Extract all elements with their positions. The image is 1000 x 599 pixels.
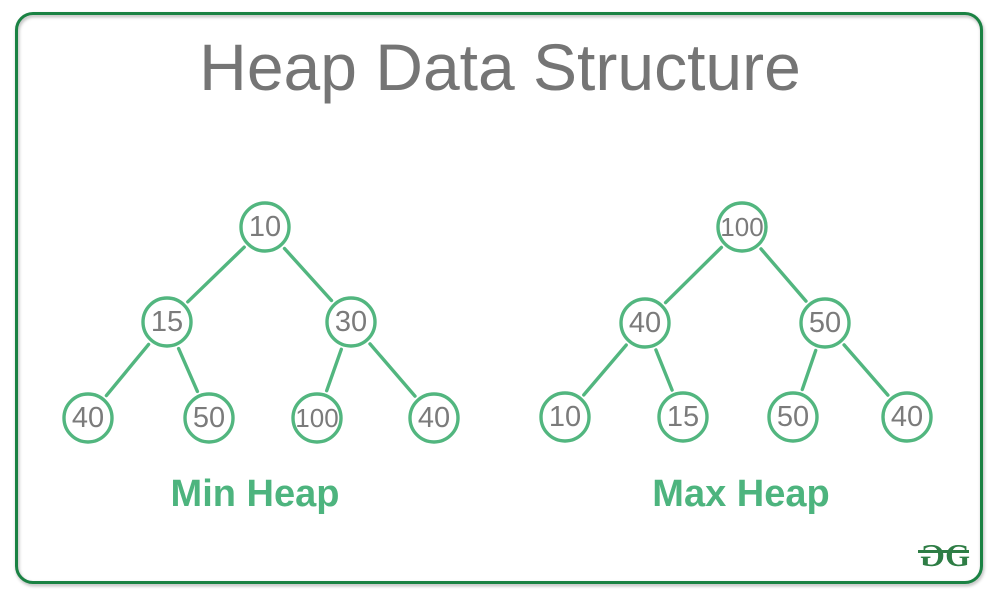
tree-node-value: 10 [249,211,281,243]
tree-node-circle [657,391,709,443]
tree-node-circle [767,391,819,443]
tree-node-circle [291,392,343,444]
tree-edge [663,245,724,305]
tree-edge [800,348,818,392]
tree-node-value: 10 [549,401,581,433]
tree-node-value: 50 [809,307,841,339]
tree-edge [654,348,674,392]
tree-node-value: 40 [629,307,661,339]
tree-node-value: 40 [891,401,923,433]
tree-edge [325,347,343,393]
tree-edge [282,246,334,303]
tree-node-value: 40 [418,402,450,434]
tree-node-value: 50 [193,402,225,434]
tree-edge [842,343,890,397]
tree-node-circle [62,392,114,444]
min-heap-label: Min Heap [170,473,340,515]
tree-node-circle [183,392,235,444]
tree-node-circle [239,201,291,253]
tree-node-value: 40 [72,402,104,434]
tree-edge [104,342,151,398]
tree-node-value: 50 [777,401,809,433]
tree-node-value: 15 [667,401,699,433]
tree-node-circle [539,391,591,443]
min-heap-tree: 10 15 30 40 50 100 40 [62,201,460,444]
page-title: Heap Data Structure [199,30,801,104]
tree-node-circle [141,296,193,348]
logo-crossbar [918,550,969,553]
logo-g-mirrored-glyph: G [923,537,946,573]
max-heap-tree: 100 40 50 10 15 50 40 [539,201,933,443]
tree-edge [176,346,200,394]
tree-node-value: 100 [295,403,338,433]
tree-node-circle [619,297,671,349]
tree-node-value: 100 [720,212,763,242]
tree-node-circle [325,296,377,348]
tree-edge [582,343,628,397]
tree-edge [759,247,808,303]
tree-node-circle [408,392,460,444]
tree-node-circle [799,297,851,349]
geeksforgeeks-logo: GG [918,537,970,573]
tree-node-circle [881,391,933,443]
tree-node-value: 15 [151,306,183,338]
tree-edge [368,342,417,398]
logo-g-glyph: G [945,537,970,573]
tree-edge [186,245,246,304]
tree-node-value: 30 [335,306,367,338]
tree-node-circle [716,201,768,253]
max-heap-label: Max Heap [652,473,830,515]
